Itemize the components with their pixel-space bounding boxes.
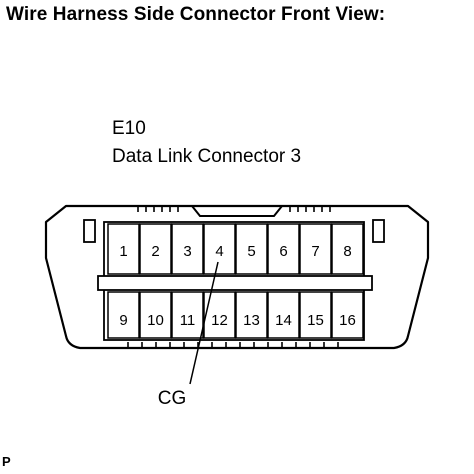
pin-cell-5 <box>235 223 268 275</box>
left-latch-slot <box>83 219 96 243</box>
pin-label: 6 <box>279 243 287 260</box>
pin-cell-16 <box>331 291 364 339</box>
pin-cell-13 <box>235 291 268 339</box>
pin-cell-11 <box>171 291 204 339</box>
pin-cell-4 <box>203 223 236 275</box>
pin-label: 5 <box>247 243 255 260</box>
corner-mark: P <box>2 454 11 469</box>
callout-label: CG <box>158 388 187 409</box>
pin-label: 11 <box>180 312 196 329</box>
connector-code: E10 <box>112 118 146 139</box>
pin-cell-6 <box>267 223 300 275</box>
center-divider-bar <box>97 275 373 291</box>
bottom-tick-marks <box>127 342 339 348</box>
bottom-pin-row <box>107 291 364 339</box>
pin-label: 9 <box>119 312 127 329</box>
top-key-notch <box>191 205 283 217</box>
pin-label: 13 <box>243 312 260 329</box>
callout-leader-line <box>189 261 219 385</box>
pin-label: 1 <box>119 243 127 260</box>
top-pin-row <box>107 223 364 275</box>
pin-cell-10 <box>139 291 172 339</box>
pin-cell-14 <box>267 291 300 339</box>
diagram-title: Wire Harness Side Connector Front View: <box>6 4 386 25</box>
pin-label: 8 <box>343 243 351 260</box>
pin-cell-8 <box>331 223 364 275</box>
top-tick-marks <box>137 206 331 212</box>
connector-name: Data Link Connector 3 <box>112 146 302 167</box>
right-latch-slot <box>372 219 385 243</box>
pin-label: 2 <box>151 243 159 260</box>
pin-cell-9 <box>107 291 140 339</box>
pin-label: 14 <box>275 312 292 329</box>
pin-cell-1 <box>107 223 140 275</box>
pin-cell-7 <box>299 223 332 275</box>
pin-label: 10 <box>147 312 164 329</box>
pin-label: 7 <box>311 243 319 260</box>
pin-label: 16 <box>339 312 356 329</box>
pin-label: 12 <box>211 312 228 329</box>
pin-cell-2 <box>139 223 172 275</box>
pin-label: 3 <box>183 243 191 260</box>
pin-label: 4 <box>215 243 223 260</box>
pin-cell-15 <box>299 291 332 339</box>
pin-cell-3 <box>171 223 204 275</box>
pin-label: 15 <box>307 312 324 329</box>
